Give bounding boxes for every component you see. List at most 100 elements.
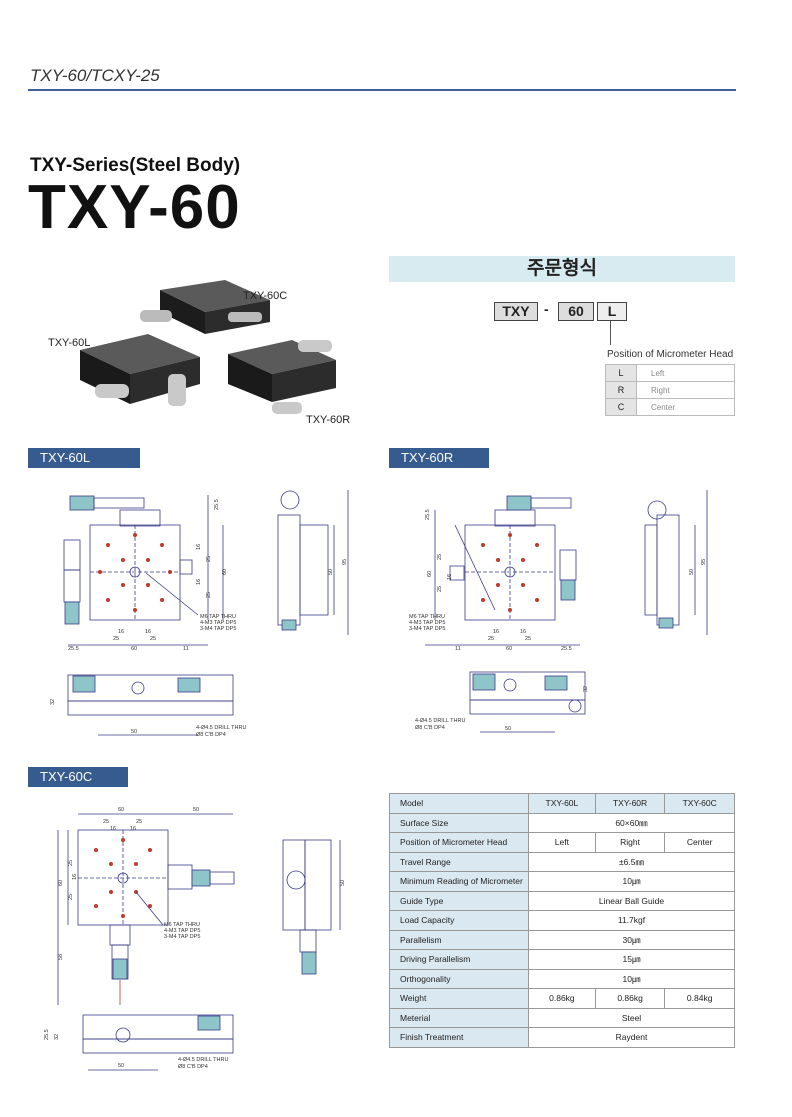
drawing-note: Ø8 C'B DP4 [196, 732, 226, 738]
position-row: R Right [605, 381, 735, 399]
spec-value: 60×60㎜ [528, 812, 735, 833]
drawing-txy-60l: 25.5 16 25 60 16 25 16 16 25 25 60 25.5 … [50, 490, 349, 738]
spec-value: 0.86kg [528, 988, 596, 1009]
drawing-note: Ø8 C'B DP4 [178, 1064, 208, 1070]
spec-row: Orthogonality 10㎛ [389, 968, 735, 989]
dim-label: 25 [113, 636, 119, 642]
dim-label: 25.5 [425, 509, 431, 520]
dim-label: 50 [689, 569, 695, 575]
spec-row: Weight 0.86kg 0.86kg 0.84kg [389, 988, 735, 1009]
dim-label: 50 [118, 1063, 124, 1069]
spec-value: Raydent [528, 1027, 735, 1048]
dim-label: 50 [328, 569, 334, 575]
dim-label: 25.5 [44, 1029, 50, 1040]
drawing-note: 4-M3 TAP DP5 [164, 928, 200, 934]
spec-value: 30㎛ [528, 929, 735, 950]
spec-label: Parallelism [389, 929, 529, 950]
dim-label: 16 [196, 544, 202, 550]
position-value: Left [636, 364, 735, 382]
model-title: TXY-60 [28, 173, 241, 242]
spec-header-cell: TXY-60C [664, 793, 735, 814]
dim-label: 50 [340, 880, 346, 886]
spec-value: 15㎛ [528, 949, 735, 970]
spec-table: Model TXY-60L TXY-60R TXY-60C Surface Si… [389, 793, 735, 1048]
position-value: Right [636, 381, 735, 399]
dim-label: 60 [131, 646, 137, 652]
section-label-center: TXY-60C [28, 767, 128, 787]
spec-header-cell: TXY-60R [594, 793, 666, 814]
drawing-note: 4-M3 TAP DP5 [200, 620, 236, 626]
section-label-right: TXY-60R [389, 448, 489, 468]
dim-label: 11 [183, 646, 189, 652]
spec-value: 0.86kg [594, 988, 666, 1009]
side-view-dims: 50 [340, 880, 346, 886]
drawing-note: 3-M4 TAP DP5 [164, 934, 200, 940]
drawing-note: 4-Ø4.5 DRILL THRU [178, 1057, 228, 1063]
spec-label: Driving Parallelism [389, 949, 529, 970]
spec-value: 10㎛ [528, 968, 735, 989]
drawing-note: M6 TAP THRU [409, 614, 445, 620]
spec-value: Linear Ball Guide [528, 890, 735, 911]
drawing-note: M6 TAP THRU [164, 922, 200, 928]
dim-label: 16 [145, 629, 151, 635]
front-view [67, 674, 234, 736]
photo-label-c: TXY-60C [243, 290, 288, 302]
header-rule [28, 89, 736, 91]
front-view [469, 671, 586, 733]
photo-label-l: TXY-60L [48, 337, 91, 349]
spec-row: Guide Type Linear Ball Guide [389, 890, 735, 911]
spec-row: Finish Treatment Raydent [389, 1027, 735, 1048]
dim-label: 11 [455, 646, 461, 652]
dim-label: 58 [58, 954, 64, 960]
dim-label: 60 [118, 807, 124, 813]
spec-row: Position of Micrometer Head Left Right C… [389, 832, 735, 853]
position-code: L [605, 364, 637, 382]
side-view-dims: 95 50 [689, 559, 707, 575]
drawing-txy-60r: 25.5 60 25 16 25 16 16 25 25 11 60 25.5 … [409, 490, 708, 733]
spec-label: Guide Type [389, 890, 529, 911]
dim-label: 50 [131, 729, 137, 735]
dim-label: 25 [68, 860, 74, 866]
drawing-note: 4-Ø4.5 DRILL THRU [415, 718, 465, 724]
position-label: Position of Micrometer Head [607, 349, 734, 360]
spec-label: Minimum Reading of Micrometer [389, 871, 529, 892]
spec-value: Steel [528, 1007, 735, 1028]
spec-header-cell: Model [389, 793, 529, 814]
order-code-size: 60 [558, 302, 594, 321]
top-view-dims: 25.5 16 25 60 16 25 16 16 25 25 60 25.5 … [68, 499, 236, 652]
order-code-dash: - [544, 301, 549, 317]
dim-label: 25 [103, 819, 109, 825]
drawing-txy-60c: 60 50 25 25 16 16 60 16 25 25 58 M6 TAP … [44, 807, 346, 1071]
section-label-left: TXY-60L [28, 448, 140, 468]
spec-label: Meterial [389, 1007, 529, 1028]
dim-label: 60 [427, 571, 433, 577]
front-view-dims: 25.5 32 50 4-Ø4.5 DRILL THRU Ø8 C'B DP4 [44, 1029, 228, 1070]
dim-label: 25.5 [68, 646, 79, 652]
front-view-dims: 32 50 4-Ø4.5 DRILL THRU Ø8 C'B DP4 [50, 699, 246, 738]
series-title: TXY-Series(Steel Body) [30, 155, 241, 176]
position-table: L Left R Right C Center [605, 364, 735, 416]
product-photos [80, 280, 336, 414]
dim-label: 16 [196, 579, 202, 585]
dim-label: 16 [72, 874, 78, 880]
spec-value: Center [664, 832, 735, 853]
dim-label: 50 [505, 726, 511, 732]
order-code-leader [610, 321, 611, 345]
spec-row: Surface Size 60×60㎜ [389, 812, 735, 833]
spec-header-cell: TXY-60L [528, 793, 596, 814]
dim-label: 25.5 [561, 646, 572, 652]
order-code-series: TXY [494, 302, 538, 321]
spec-value: Left [528, 832, 596, 853]
spec-value: ±6.5㎜ [528, 851, 735, 872]
drawing-note: 4-Ø4.5 DRILL THRU [196, 725, 246, 731]
drawing-note: Ø8 C'B DP4 [415, 725, 445, 731]
position-value: Center [636, 398, 735, 416]
dim-label: 25 [206, 556, 212, 562]
drawing-note: 3-M4 TAP DP5 [200, 626, 236, 632]
spec-value: 10㎛ [528, 871, 735, 892]
dim-label: 25 [488, 636, 494, 642]
dim-label: 16 [110, 826, 116, 832]
dim-label: 60 [222, 569, 228, 575]
side-view [282, 839, 341, 975]
photo-txy-60r [228, 340, 336, 414]
